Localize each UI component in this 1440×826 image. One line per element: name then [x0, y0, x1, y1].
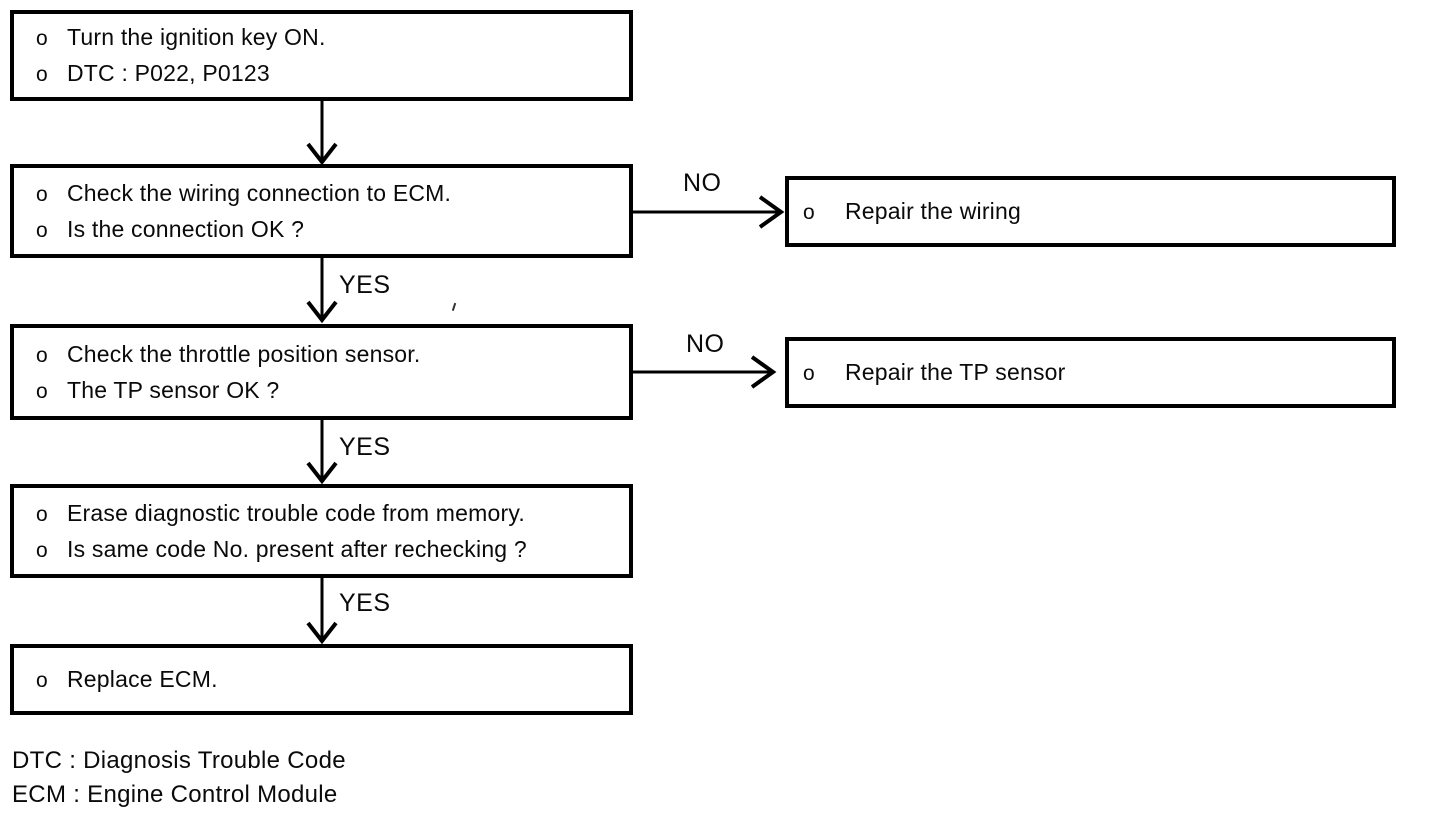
step-line: o Erase diagnostic trouble code from mem… — [36, 500, 629, 527]
step-box-check-tp-sensor: o Check the throttle position sensor. o … — [10, 324, 633, 420]
step-box-check-wiring: o Check the wiring connection to ECM. o … — [10, 164, 633, 258]
step-text: Replace ECM. — [67, 666, 218, 692]
step-line: o Is the connection OK ? — [36, 216, 629, 243]
action-line: o Repair the wiring — [803, 198, 1392, 225]
bullet-marker: o — [36, 669, 48, 692]
bullet-marker: o — [36, 502, 48, 526]
step-line: o Turn the ignition key ON. — [36, 24, 629, 51]
step-line: o Check the wiring connection to ECM. — [36, 180, 629, 207]
action-box-repair-wiring: o Repair the wiring — [785, 176, 1396, 247]
arrow-right-step3-action2 — [633, 355, 777, 389]
yes-label-step4: YES — [339, 589, 391, 617]
step-text: Check the throttle position sensor. — [67, 340, 421, 367]
step-line: o Replace ECM. — [36, 666, 629, 693]
bullet-marker: o — [36, 538, 48, 562]
step-text: DTC : P022, P0123 — [67, 60, 270, 86]
arrow-down-step1-step2 — [306, 101, 338, 166]
legend-line-dtc: DTC : Diagnosis Trouble Code — [12, 747, 346, 774]
step-text: Turn the ignition key ON. — [67, 24, 326, 50]
step-text: Is same code No. present after recheckin… — [67, 535, 527, 562]
bullet-marker: o — [803, 201, 815, 224]
action-text: Repair the wiring — [845, 198, 1021, 224]
bullet-marker: o — [36, 27, 48, 50]
bullet-marker: o — [36, 343, 48, 367]
yes-label-step2: YES — [339, 271, 391, 299]
bullet-marker: o — [36, 218, 48, 242]
arrow-down-step2-step3 — [306, 258, 338, 324]
bullet-marker: o — [36, 182, 48, 206]
step-line: o The TP sensor OK ? — [36, 377, 629, 404]
arrow-down-step3-step4 — [306, 420, 338, 485]
step-box-replace-ecm: o Replace ECM. — [10, 644, 633, 715]
arrow-right-step2-action1 — [633, 195, 785, 229]
step-line: o DTC : P022, P0123 — [36, 60, 629, 87]
action-text: Repair the TP sensor — [845, 359, 1066, 385]
legend: DTC : Diagnosis Trouble Code ECM : Engin… — [12, 744, 346, 812]
step-text: Is the connection OK ? — [67, 215, 305, 242]
bullet-marker: o — [36, 379, 48, 403]
step-box-ignition: o Turn the ignition key ON. o DTC : P022… — [10, 10, 633, 101]
step-line: o Is same code No. present after recheck… — [36, 536, 629, 563]
action-box-repair-tp-sensor: o Repair the TP sensor — [785, 337, 1396, 408]
step-text: The TP sensor OK ? — [67, 376, 280, 403]
step-text: Check the wiring connection to ECM. — [67, 179, 452, 206]
bullet-marker: o — [803, 362, 815, 385]
action-line: o Repair the TP sensor — [803, 359, 1392, 386]
arrow-down-step4-step5 — [306, 578, 338, 645]
no-label-step3: NO — [686, 330, 725, 358]
scan-artifact — [451, 302, 458, 312]
yes-label-step3: YES — [339, 433, 391, 461]
bullet-marker: o — [36, 63, 48, 86]
step-line: o Check the throttle position sensor. — [36, 341, 629, 368]
legend-line-ecm: ECM : Engine Control Module — [12, 781, 338, 808]
step-box-erase-code: o Erase diagnostic trouble code from mem… — [10, 484, 633, 578]
step-text: Erase diagnostic trouble code from memor… — [67, 499, 525, 526]
no-label-step2: NO — [683, 169, 722, 197]
